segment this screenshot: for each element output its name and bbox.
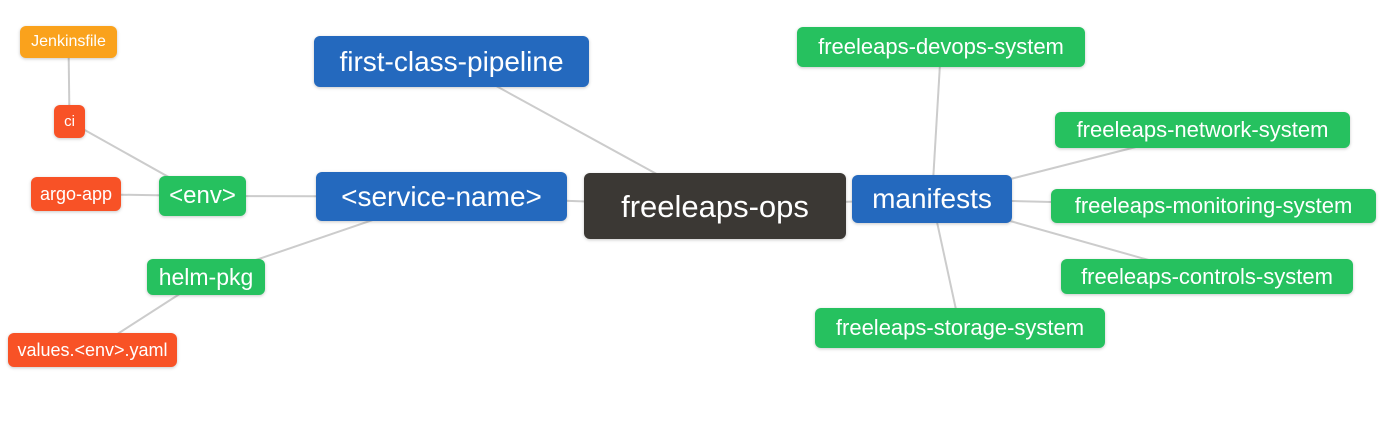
node-env[interactable]: <env>: [159, 176, 246, 216]
node-ci[interactable]: ci: [54, 105, 85, 138]
node-manifests[interactable]: manifests: [852, 175, 1012, 223]
node-freeleaps-controls-system[interactable]: freeleaps-controls-system: [1061, 259, 1353, 294]
edge-line-manifests-freeleaps-devops-system: [931, 46, 942, 200]
node-service-name[interactable]: <service-name>: [316, 172, 567, 221]
node-argo-app[interactable]: argo-app: [31, 177, 121, 211]
node-values-env-yaml[interactable]: values.<env>.yaml: [8, 333, 177, 367]
node-first-class-pipeline[interactable]: first-class-pipeline: [314, 36, 589, 87]
node-freeleaps-monitoring-system[interactable]: freeleaps-monitoring-system: [1051, 189, 1376, 223]
node-freeleaps-storage-system[interactable]: freeleaps-storage-system: [815, 308, 1105, 348]
node-freeleaps-devops-system[interactable]: freeleaps-devops-system: [797, 27, 1085, 67]
node-jenkinsfile[interactable]: Jenkinsfile: [20, 26, 117, 58]
node-helm-pkg[interactable]: helm-pkg: [147, 259, 265, 295]
node-freeleaps-network-system[interactable]: freeleaps-network-system: [1055, 112, 1350, 148]
node-freeleaps-ops[interactable]: freeleaps-ops: [584, 173, 846, 239]
